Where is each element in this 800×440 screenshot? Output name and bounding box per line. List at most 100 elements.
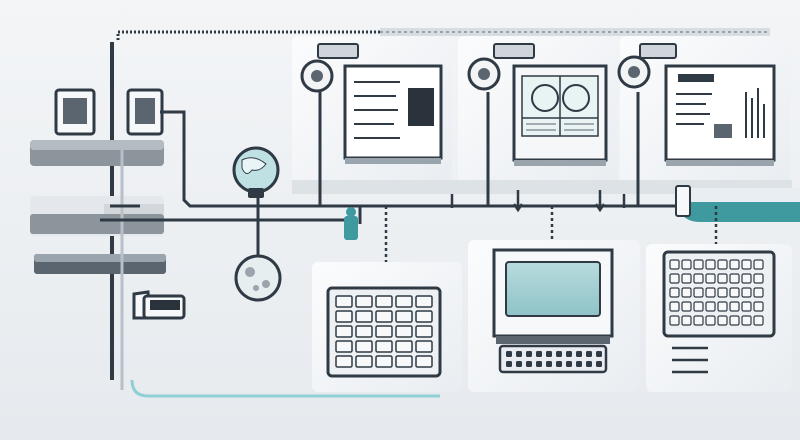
server-rack-icon <box>30 42 440 398</box>
key <box>375 340 393 353</box>
key <box>395 355 413 368</box>
key <box>506 351 512 357</box>
document-monitor-icon <box>343 64 443 164</box>
key <box>705 301 716 312</box>
key <box>335 325 353 338</box>
key <box>355 355 373 368</box>
key <box>375 325 393 338</box>
key <box>586 361 592 367</box>
key <box>355 340 373 353</box>
key <box>741 273 752 284</box>
key <box>753 315 764 326</box>
key <box>717 273 728 284</box>
key <box>741 259 752 270</box>
key <box>693 273 704 284</box>
key <box>669 301 680 312</box>
key <box>669 259 680 270</box>
key <box>506 361 512 367</box>
globe-icon <box>234 254 282 302</box>
key <box>556 361 562 367</box>
key <box>753 259 764 270</box>
phone-icon <box>132 290 186 320</box>
connector-icon <box>675 185 800 222</box>
key <box>395 340 413 353</box>
key <box>741 301 752 312</box>
key <box>681 315 692 326</box>
blueprint-monitor-icon <box>512 64 608 166</box>
key <box>395 295 413 308</box>
key <box>335 340 353 353</box>
key <box>741 287 752 298</box>
key <box>395 325 413 338</box>
key <box>705 259 716 270</box>
calculator-keypad-icon <box>662 250 776 374</box>
key <box>536 361 542 367</box>
camera-icon <box>300 43 359 93</box>
key <box>335 355 353 368</box>
key <box>693 315 704 326</box>
key <box>669 273 680 284</box>
chart-monitor-icon <box>664 64 776 166</box>
key <box>415 295 433 308</box>
key <box>681 287 692 298</box>
top-wire-icon <box>116 28 770 40</box>
key <box>753 287 764 298</box>
key <box>705 315 716 326</box>
key <box>717 259 728 270</box>
key <box>693 287 704 298</box>
calculator-keypad-icon <box>326 286 442 378</box>
camera-icon <box>617 43 677 89</box>
keyboard-icon <box>498 344 608 374</box>
key <box>355 325 373 338</box>
key <box>335 310 353 323</box>
key <box>546 351 552 357</box>
key <box>741 315 752 326</box>
key <box>729 301 740 312</box>
key <box>415 355 433 368</box>
key <box>375 355 393 368</box>
key <box>546 361 552 367</box>
key <box>576 351 582 357</box>
key <box>717 315 728 326</box>
key <box>596 351 602 357</box>
key <box>395 310 413 323</box>
terminal-monitor-icon <box>492 248 614 344</box>
hanging-cables <box>384 190 718 284</box>
key <box>536 351 542 357</box>
key <box>586 351 592 357</box>
key <box>717 287 728 298</box>
key <box>729 287 740 298</box>
key <box>375 310 393 323</box>
key <box>717 301 728 312</box>
key <box>375 295 393 308</box>
key <box>576 361 582 367</box>
key <box>516 361 522 367</box>
key <box>753 273 764 284</box>
connector-icon <box>344 207 358 240</box>
key <box>556 351 562 357</box>
camera-icon <box>467 43 535 91</box>
key <box>681 259 692 270</box>
key <box>596 361 602 367</box>
key <box>669 287 680 298</box>
key <box>415 310 433 323</box>
key <box>526 361 532 367</box>
key <box>729 273 740 284</box>
key <box>355 295 373 308</box>
key <box>335 295 353 308</box>
key <box>729 259 740 270</box>
key <box>355 310 373 323</box>
key <box>415 340 433 353</box>
key <box>681 273 692 284</box>
key <box>705 273 716 284</box>
key <box>415 325 433 338</box>
key <box>566 361 572 367</box>
key <box>526 351 532 357</box>
globe-icon <box>232 146 280 198</box>
key <box>693 301 704 312</box>
key <box>566 351 572 357</box>
key <box>729 315 740 326</box>
key <box>705 287 716 298</box>
key <box>693 259 704 270</box>
